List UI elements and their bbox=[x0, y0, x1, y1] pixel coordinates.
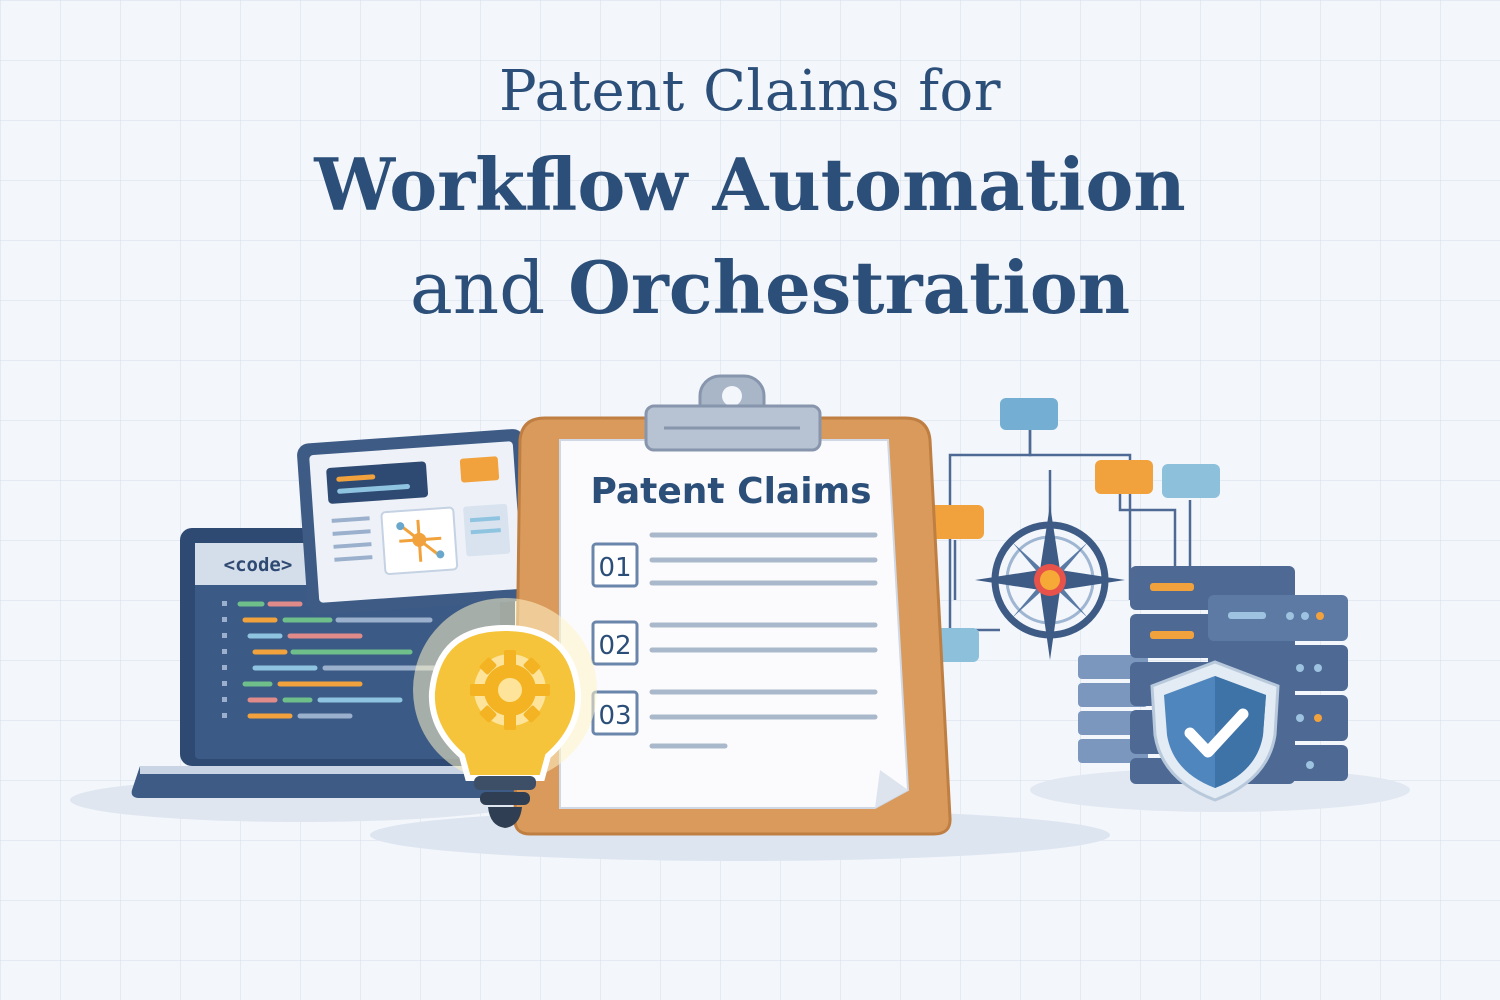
laptop-code-tag: <code> bbox=[224, 554, 293, 576]
compass-icon bbox=[975, 505, 1125, 660]
tablet-icon bbox=[296, 428, 535, 615]
flow-node-top bbox=[1000, 398, 1058, 430]
flow-node-blue-right bbox=[1162, 464, 1220, 498]
claim-number-03: 03 bbox=[598, 701, 631, 731]
clipboard-icon: Patent Claims 01 02 03 bbox=[515, 376, 950, 834]
claim-number-02: 02 bbox=[598, 631, 631, 661]
flow-node-orange-1 bbox=[1095, 460, 1153, 494]
claim-number-01: 01 bbox=[598, 553, 631, 583]
clipboard-heading: Patent Claims bbox=[590, 471, 871, 512]
